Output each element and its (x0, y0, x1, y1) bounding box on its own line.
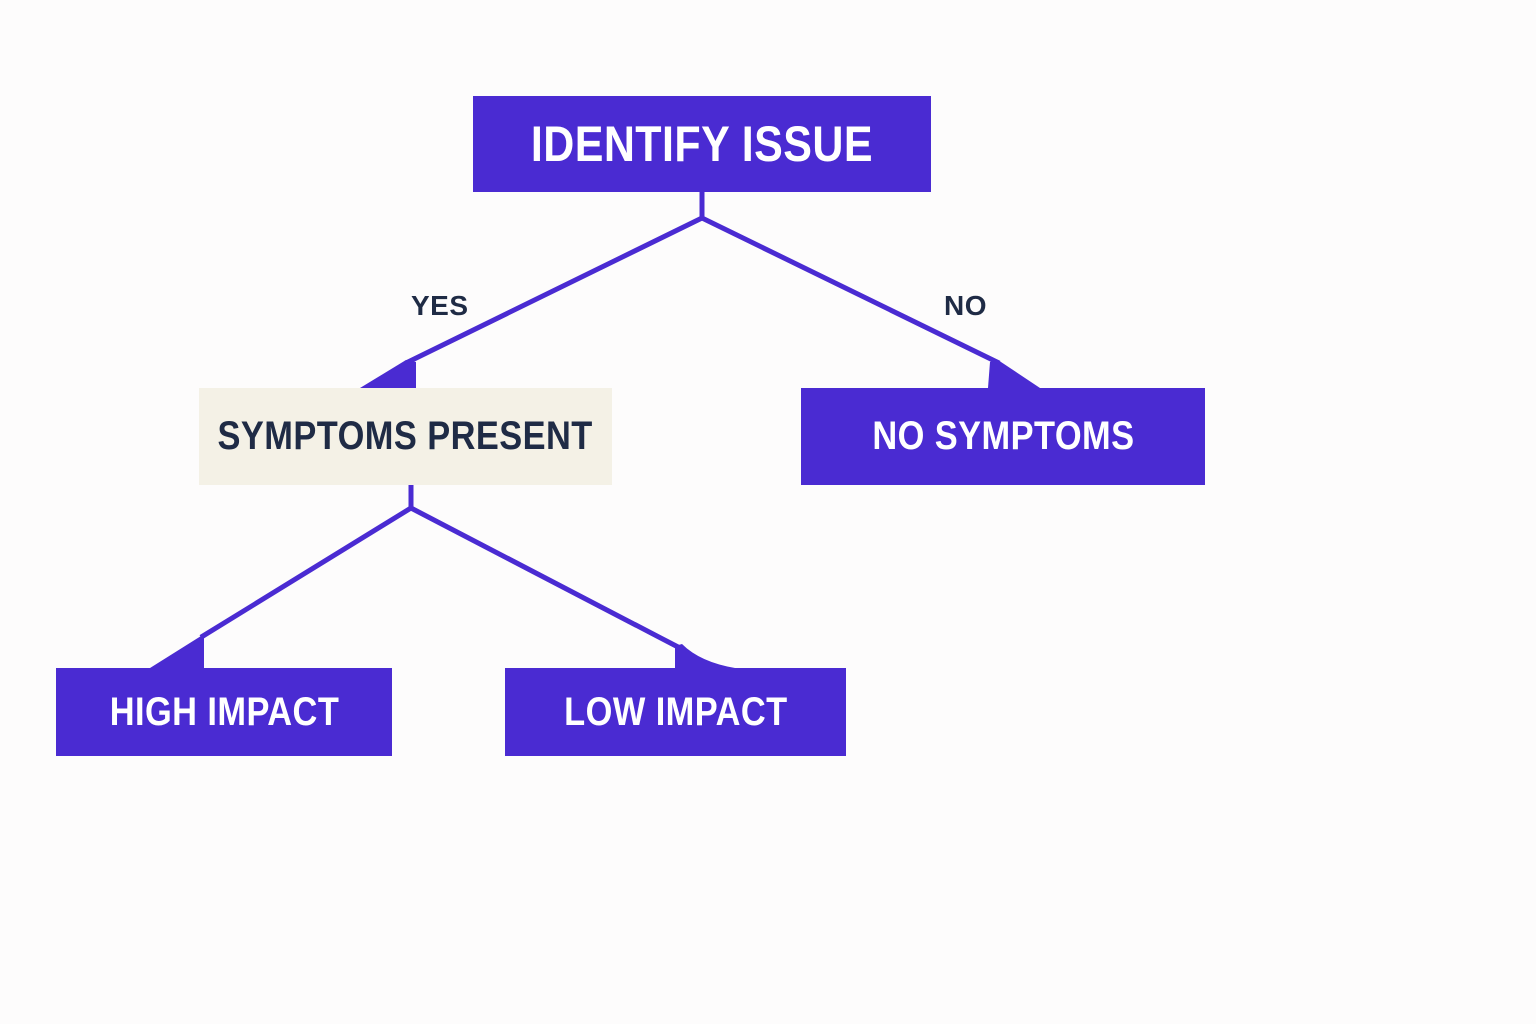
high-impact-node: HIGH IMPACT (56, 668, 392, 756)
yes-edge-label: YES (411, 290, 469, 321)
high-arrow-tab (150, 636, 204, 668)
low-arrow-tab (675, 644, 735, 668)
symptoms-present-node: SYMPTOMS PRESENT (199, 388, 612, 485)
low-impact-label: LOW IMPACT (563, 689, 788, 734)
low-impact-node: LOW IMPACT (505, 668, 846, 756)
yes-arrow-tab (360, 360, 416, 388)
no-arrow-tab (988, 360, 1040, 388)
no-symptoms-node: NO SYMPTOMS (801, 388, 1205, 485)
no-edge-label: NO (944, 290, 987, 321)
no-branch-line (698, 214, 1001, 366)
high-impact-label: HIGH IMPACT (109, 689, 339, 734)
identify-issue-node: IDENTIFY ISSUE (473, 96, 931, 192)
high-branch-line (199, 504, 415, 640)
low-branch-line (407, 504, 682, 651)
no-symptoms-label: NO SYMPTOMS (871, 414, 1135, 458)
symptoms-present-label: SYMPTOMS PRESENT (217, 414, 594, 458)
yes-branch-line (404, 214, 706, 366)
identify-issue-label: IDENTIFY ISSUE (530, 116, 874, 172)
